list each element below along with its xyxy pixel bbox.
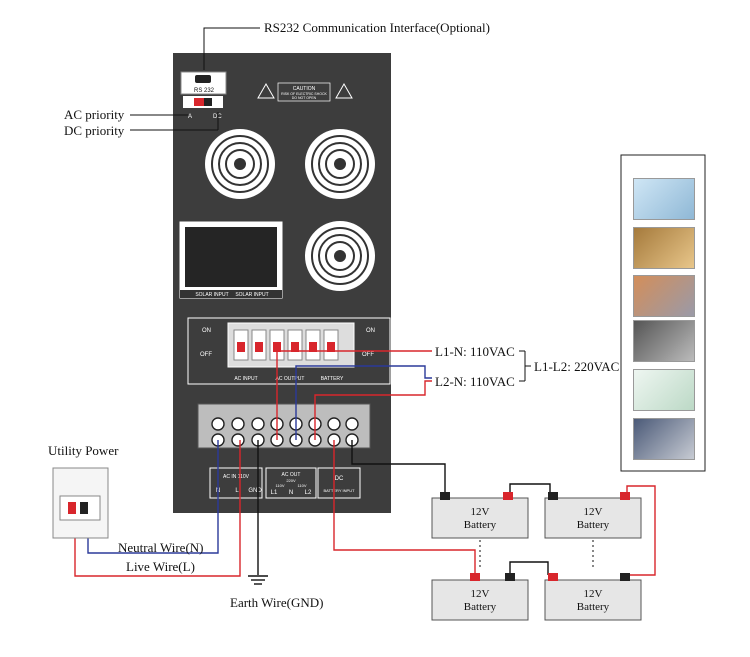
lcd-display: SOLAR INPUT SOLAR INPUT [179,221,283,299]
l1-n-callout: L1-N: 110VAC [435,344,515,359]
battery-negative-wire [351,440,446,494]
battery-link-1 [509,483,551,494]
neutral-wire-callout: Neutral Wire(N) [118,540,204,555]
battery-4: 12V Battery [544,573,642,621]
neutral-wire [87,440,219,554]
n-out-wire [295,365,432,440]
battery-4-label: Battery [577,601,610,613]
rs232-callout: RS232 Communication Interface(Optional) [264,20,491,35]
wires [74,350,656,577]
ac-out-term-n: N [289,490,293,496]
caution-label: CAUTION RISK OF ELECTRIC SHOCK DO NOT OP… [257,82,353,102]
utility-power-callout: Utility Power [48,443,119,458]
utility-power-box [52,467,109,539]
battery-link-2 [626,485,656,576]
ac-in-term-gnd: GND [248,488,262,494]
fan-icon [633,178,695,220]
breaker-ac-input-label: AC INPUT [234,376,257,382]
l2-n-callout: L2-N: 110VAC [435,374,515,389]
battery-1-label: Battery [464,519,497,531]
air-conditioner-icon [633,369,695,411]
solar-input-1: SOLAR INPUT [195,292,228,298]
battery-2-label: Battery [577,519,610,531]
ac-priority-callout: AC priority [64,107,125,122]
ac-out-term-l2: L2 [305,490,312,496]
breaker-on-left: ON [202,328,211,334]
breaker-ac-output-label: AC OUTPUT [276,376,305,382]
caution-title: CAUTION [293,86,316,92]
l1-l2-callout: L1-L2: 220VAC [534,359,620,374]
battery-1-voltage: 12V [471,506,490,518]
breaker-off-right: OFF [362,352,374,358]
dc-battery-input: BATTERY INPUT [323,488,355,493]
ac-in-term-l: L [235,488,239,494]
caution-line-2: DO NOT OPEN [292,96,317,100]
laptop-icon [633,275,695,317]
live-wire-callout: Live Wire(L) [126,559,195,574]
fan-1 [205,129,275,199]
refrigerator-icon [633,418,695,460]
breaker-on-right: ON [366,328,375,334]
ac-in-label: AC IN 110V [223,474,250,480]
battery-3-label: Battery [464,601,497,613]
rs232-port: RS 232 [180,71,227,95]
breaker-battery-label: BATTERY [321,376,344,382]
caution-line-1: RISK OF ELECTRIC SHOCK [281,92,327,96]
live-wire [74,440,241,577]
lamp-icon [633,227,695,269]
l1-wire [276,350,432,440]
ac-out-220: 220V [286,478,296,483]
callout-lines [130,27,531,382]
ac-out-label: AC OUT [282,472,301,478]
battery-dotted-links [479,540,594,570]
battery-positive-wire [333,440,476,575]
cooker-icon [633,320,695,362]
battery-link-3 [509,561,549,575]
dc-priority-callout: DC priority [64,123,125,138]
terminal-labels: AC IN 110V N L GND AC OUT 220V 110V 110V… [209,467,361,499]
battery-4-voltage: 12V [584,588,603,600]
rs232-label: RS 232 [194,88,215,94]
switch-a-label: A [188,114,192,120]
ac-out-110b: 110V [297,483,306,488]
dc-label: DC [335,476,344,482]
l2-wire [314,380,432,440]
battery-3-voltage: 12V [471,588,490,600]
ground-symbol [248,575,268,585]
battery-2-voltage: 12V [584,506,603,518]
ac-out-110a: 110V [275,483,284,488]
terminal-block [197,403,371,449]
earth-wire-callout: Earth Wire(GND) [230,595,324,610]
breaker-off-left: OFF [200,352,212,358]
fan-2 [305,129,375,199]
battery-3: 12V Battery [431,573,529,621]
fan-3 [305,221,375,291]
battery-1: 12V Battery [431,492,529,539]
ac-out-term-l1: L1 [271,490,278,496]
solar-input-2: SOLAR INPUT [235,292,268,298]
battery-2: 12V Battery [544,492,642,539]
